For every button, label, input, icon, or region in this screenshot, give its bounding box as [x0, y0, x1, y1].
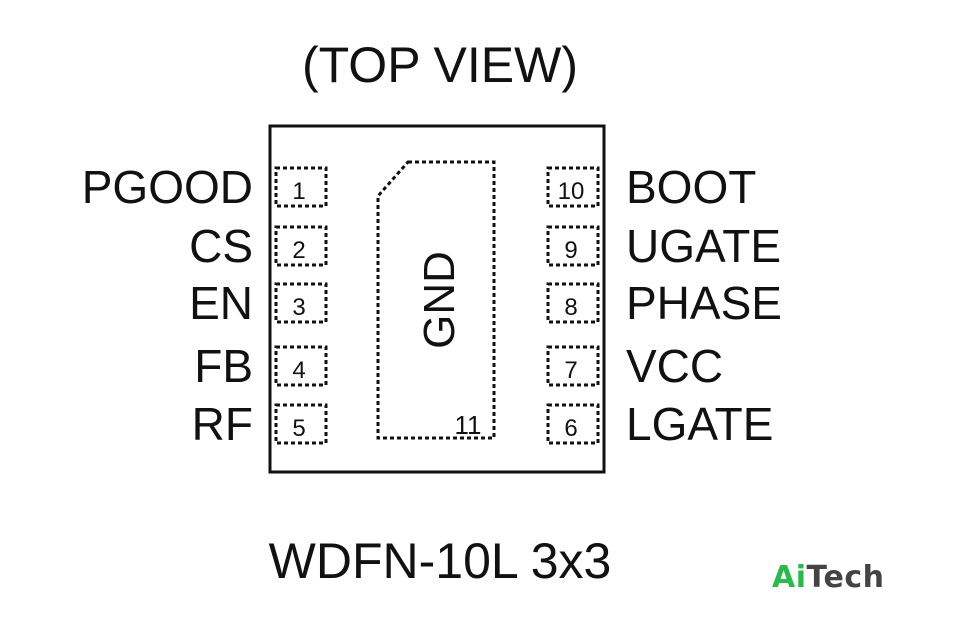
pin-3-number: 3 — [292, 294, 305, 321]
pad-number: 11 — [455, 410, 482, 440]
pin-9-number: 9 — [564, 237, 577, 264]
pin-6-box — [546, 403, 600, 445]
pin-8-name: PHASE — [626, 277, 782, 329]
pin-2-number: 2 — [292, 237, 305, 264]
pin-5-name: RF — [192, 398, 253, 450]
pin-7-name: VCC — [626, 340, 723, 392]
pin-4-name: FB — [194, 340, 253, 392]
pin-1-number: 1 — [292, 178, 305, 205]
pin-1-name: PGOOD — [82, 161, 253, 213]
pin-2-name: CS — [189, 220, 253, 272]
pin-1-box — [274, 166, 328, 208]
right-pin-column: 10 BOOT 9 UGATE 8 PHASE 7 VCC 6 LGATE — [546, 161, 782, 450]
exposed-pad — [376, 160, 496, 440]
pin-10-number: 10 — [558, 178, 585, 205]
pin-10-box — [546, 166, 600, 208]
pin-8-box — [546, 282, 600, 324]
pin-9-name: UGATE — [626, 220, 781, 272]
pin-3-box — [274, 282, 328, 324]
pin-4-number: 4 — [292, 357, 305, 384]
pin-6-number: 6 — [564, 415, 577, 442]
logo-tech-text: Tech — [806, 560, 885, 595]
logo-ai-text: Ai — [772, 560, 807, 595]
pin-7-box — [546, 345, 600, 387]
pin-3-name: EN — [189, 277, 253, 329]
pin-4-box — [274, 345, 328, 387]
pin-7-number: 7 — [564, 357, 577, 384]
pin-9-box — [546, 225, 600, 267]
aitech-logo: AiTech — [772, 560, 884, 595]
pin-10-name: BOOT — [626, 161, 756, 213]
pin-5-box — [274, 403, 328, 445]
package-name: WDFN-10L 3x3 — [269, 533, 612, 589]
left-pin-column: 1 PGOOD 2 CS 3 EN 4 FB 5 RF — [82, 161, 328, 450]
package-outline — [268, 124, 606, 474]
pad-label: GND — [415, 251, 464, 349]
view-title: (TOP VIEW) — [302, 37, 578, 93]
pin-5-number: 5 — [292, 415, 305, 442]
pin-6-name: LGATE — [626, 398, 773, 450]
pin-2-box — [274, 225, 328, 267]
pin-8-number: 8 — [564, 294, 577, 321]
